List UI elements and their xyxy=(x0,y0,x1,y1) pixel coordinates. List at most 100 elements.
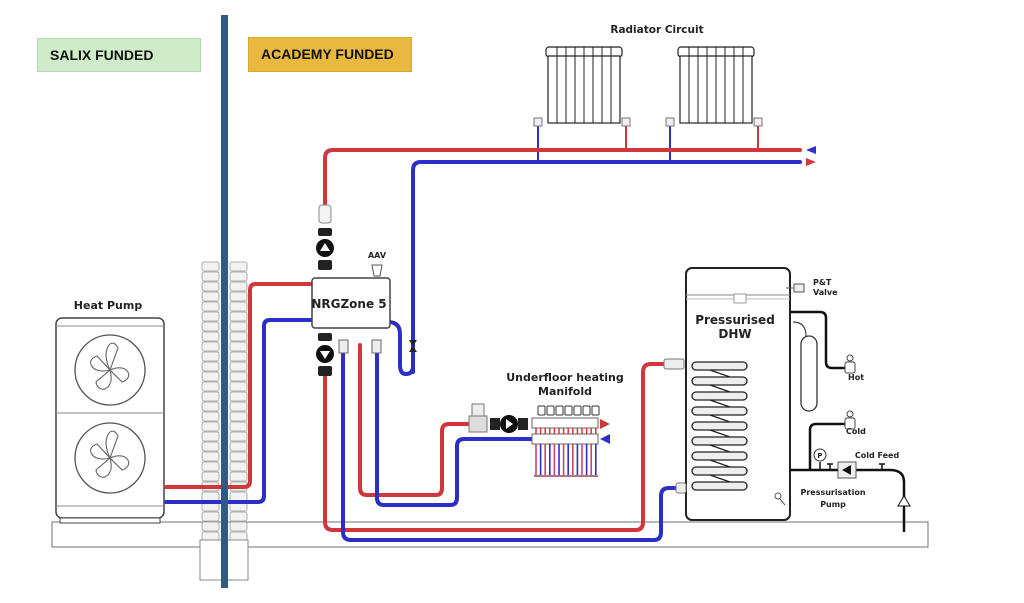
heat-pump-label: Heat Pump xyxy=(74,299,143,312)
cold-water-pipe xyxy=(790,422,845,472)
cold-feed-label: Cold Feed xyxy=(855,451,900,460)
underfloor-label-line1: Underfloor heating xyxy=(506,371,624,384)
wall-block xyxy=(201,401,220,412)
pressure-gauge-icon xyxy=(813,448,827,470)
manifold-actuator xyxy=(564,405,573,416)
radiator-valve-icon xyxy=(753,117,763,127)
drain-valve-icon xyxy=(774,492,786,506)
wall-block xyxy=(229,371,248,382)
wall-block xyxy=(201,411,220,422)
pressurisation-label-line1: Pressurisation xyxy=(800,488,865,497)
wall-block xyxy=(201,391,220,402)
radiator-return-pipe xyxy=(411,160,802,374)
cold-feed-pipe xyxy=(810,468,906,532)
gauge-label: P xyxy=(817,452,822,460)
manifold-actuator xyxy=(591,405,600,416)
coil-turn xyxy=(691,466,748,476)
cold-label: Cold xyxy=(846,427,866,436)
wall-block xyxy=(201,321,220,332)
ufh-return-arrow-icon xyxy=(600,434,610,444)
top-pump-icon xyxy=(316,204,334,270)
wall-block xyxy=(229,381,248,392)
coil-turn xyxy=(691,451,748,461)
wall-block xyxy=(229,491,248,502)
hot-water-pipe xyxy=(790,310,845,370)
ufh-mixing-valve-icon xyxy=(468,403,488,433)
wall-block xyxy=(201,341,220,352)
dhw-label-line2: DHW xyxy=(718,327,751,341)
wall-block xyxy=(201,351,220,362)
coil-turn xyxy=(691,376,748,386)
wall-block xyxy=(229,331,248,342)
pressurisation-pump-icon xyxy=(837,461,857,479)
wall-block xyxy=(229,271,248,282)
heat-pump-return-pipe xyxy=(164,318,314,504)
wall-block xyxy=(201,281,220,292)
wall-block xyxy=(229,281,248,292)
ufh-flow-arrow-icon xyxy=(600,419,610,429)
wall-block xyxy=(229,471,248,482)
wall-block xyxy=(201,361,220,372)
wall-block xyxy=(201,301,220,312)
coil-turn xyxy=(691,361,748,371)
expansion-vessel xyxy=(800,335,818,412)
wall-block xyxy=(229,261,248,272)
wall-insulation xyxy=(201,261,248,542)
check-valve-icons xyxy=(827,463,911,507)
radiator-circuit-label: Radiator Circuit xyxy=(610,24,703,36)
wall-block xyxy=(229,411,248,422)
wall-block xyxy=(229,391,248,402)
fan-icon-bottom xyxy=(74,422,146,494)
wall-block xyxy=(229,291,248,302)
manifold-actuator xyxy=(582,405,591,416)
nrgzone-label: NRGZone 5 xyxy=(311,297,386,311)
wall-block xyxy=(201,521,220,532)
heat-pump-flow-pipe xyxy=(164,282,314,489)
wall-block xyxy=(201,511,220,522)
wall-block xyxy=(229,351,248,362)
wall-block xyxy=(229,301,248,312)
wall-block xyxy=(201,261,220,272)
pressurisation-label-line2: Pump xyxy=(820,500,846,509)
coil-turn xyxy=(691,421,748,431)
wall-block xyxy=(229,401,248,412)
pt-valve-label-line1: P&T xyxy=(813,278,832,287)
coil-turn xyxy=(691,481,748,491)
wall-block xyxy=(201,271,220,282)
bottom-pump-icon xyxy=(316,333,334,376)
radiator-return-arrow-icon xyxy=(806,146,816,154)
radiator-flow-pipe xyxy=(323,148,802,207)
radiator-valve-icon xyxy=(621,117,631,127)
wall-block xyxy=(201,431,220,442)
wall-block xyxy=(201,461,220,472)
dhw-label-line1: Pressurised xyxy=(695,313,775,327)
wall-block xyxy=(229,511,248,522)
dhw-flow-pipe xyxy=(323,362,666,532)
wall-block xyxy=(201,291,220,302)
coil-turn xyxy=(691,406,748,416)
radiator-valve-icon xyxy=(533,117,543,127)
wall-block xyxy=(201,371,220,382)
manifold-actuator xyxy=(555,405,564,416)
dhw-heating-coil xyxy=(691,361,748,491)
dhw-return-pipe xyxy=(341,343,682,542)
salix-funded-label: SALIX FUNDED xyxy=(37,38,201,72)
nrgzone-unit xyxy=(311,277,391,329)
wall-block xyxy=(229,521,248,532)
radiator-flow-arrow-icon xyxy=(806,158,816,166)
wall-block xyxy=(229,341,248,352)
wall-block xyxy=(201,381,220,392)
hot-label: Hot xyxy=(848,373,864,382)
wall-block xyxy=(201,441,220,452)
ufh-manifold xyxy=(531,405,600,477)
wall-block xyxy=(229,451,248,462)
heat-pump-unit xyxy=(55,317,165,524)
wall-block xyxy=(201,451,220,462)
wall-block xyxy=(229,361,248,372)
wall-block xyxy=(201,471,220,482)
radiator-valve-icon xyxy=(665,117,675,127)
manifold-actuator xyxy=(546,405,555,416)
coil-turn xyxy=(691,436,748,446)
coil-turn xyxy=(691,391,748,401)
